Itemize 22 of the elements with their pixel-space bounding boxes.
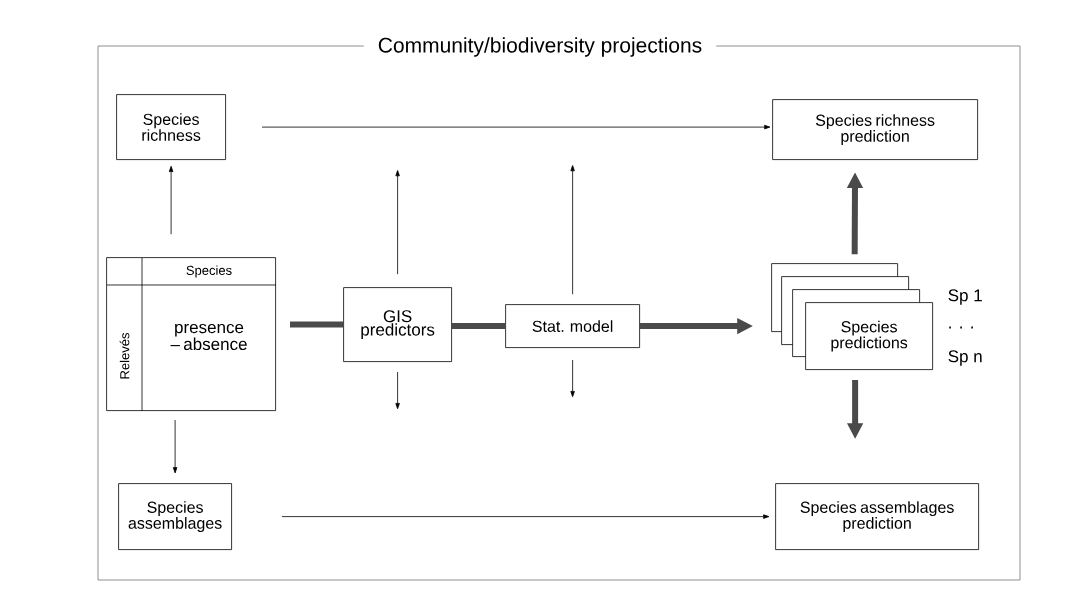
process-box: Species richness bbox=[116, 94, 226, 160]
arrow bbox=[168, 165, 174, 235]
data-table: Species Relevés presence – absence bbox=[106, 257, 277, 412]
arrow bbox=[570, 165, 575, 295]
process-box: GIS predictors bbox=[343, 287, 452, 362]
arrow bbox=[395, 170, 400, 275]
arrow bbox=[281, 514, 770, 519]
process-box: Stat. model bbox=[505, 304, 640, 348]
arrow bbox=[172, 419, 178, 474]
result-box: Species richness prediction bbox=[772, 99, 978, 160]
card: Species predictions bbox=[805, 302, 933, 370]
arrow bbox=[261, 124, 771, 130]
connector-line bbox=[290, 321, 344, 328]
connector-line bbox=[452, 323, 506, 330]
process-box: Species assemblages bbox=[118, 483, 232, 550]
frame-title: Community/biodiversity projections bbox=[363, 35, 717, 59]
arrow bbox=[395, 371, 400, 410]
species-label: . . . bbox=[949, 326, 973, 329]
arrow bbox=[570, 359, 575, 398]
result-box: Species assemblages prediction bbox=[775, 483, 979, 550]
species-label: Sp n bbox=[948, 350, 982, 366]
species-label: Sp 1 bbox=[948, 289, 982, 305]
